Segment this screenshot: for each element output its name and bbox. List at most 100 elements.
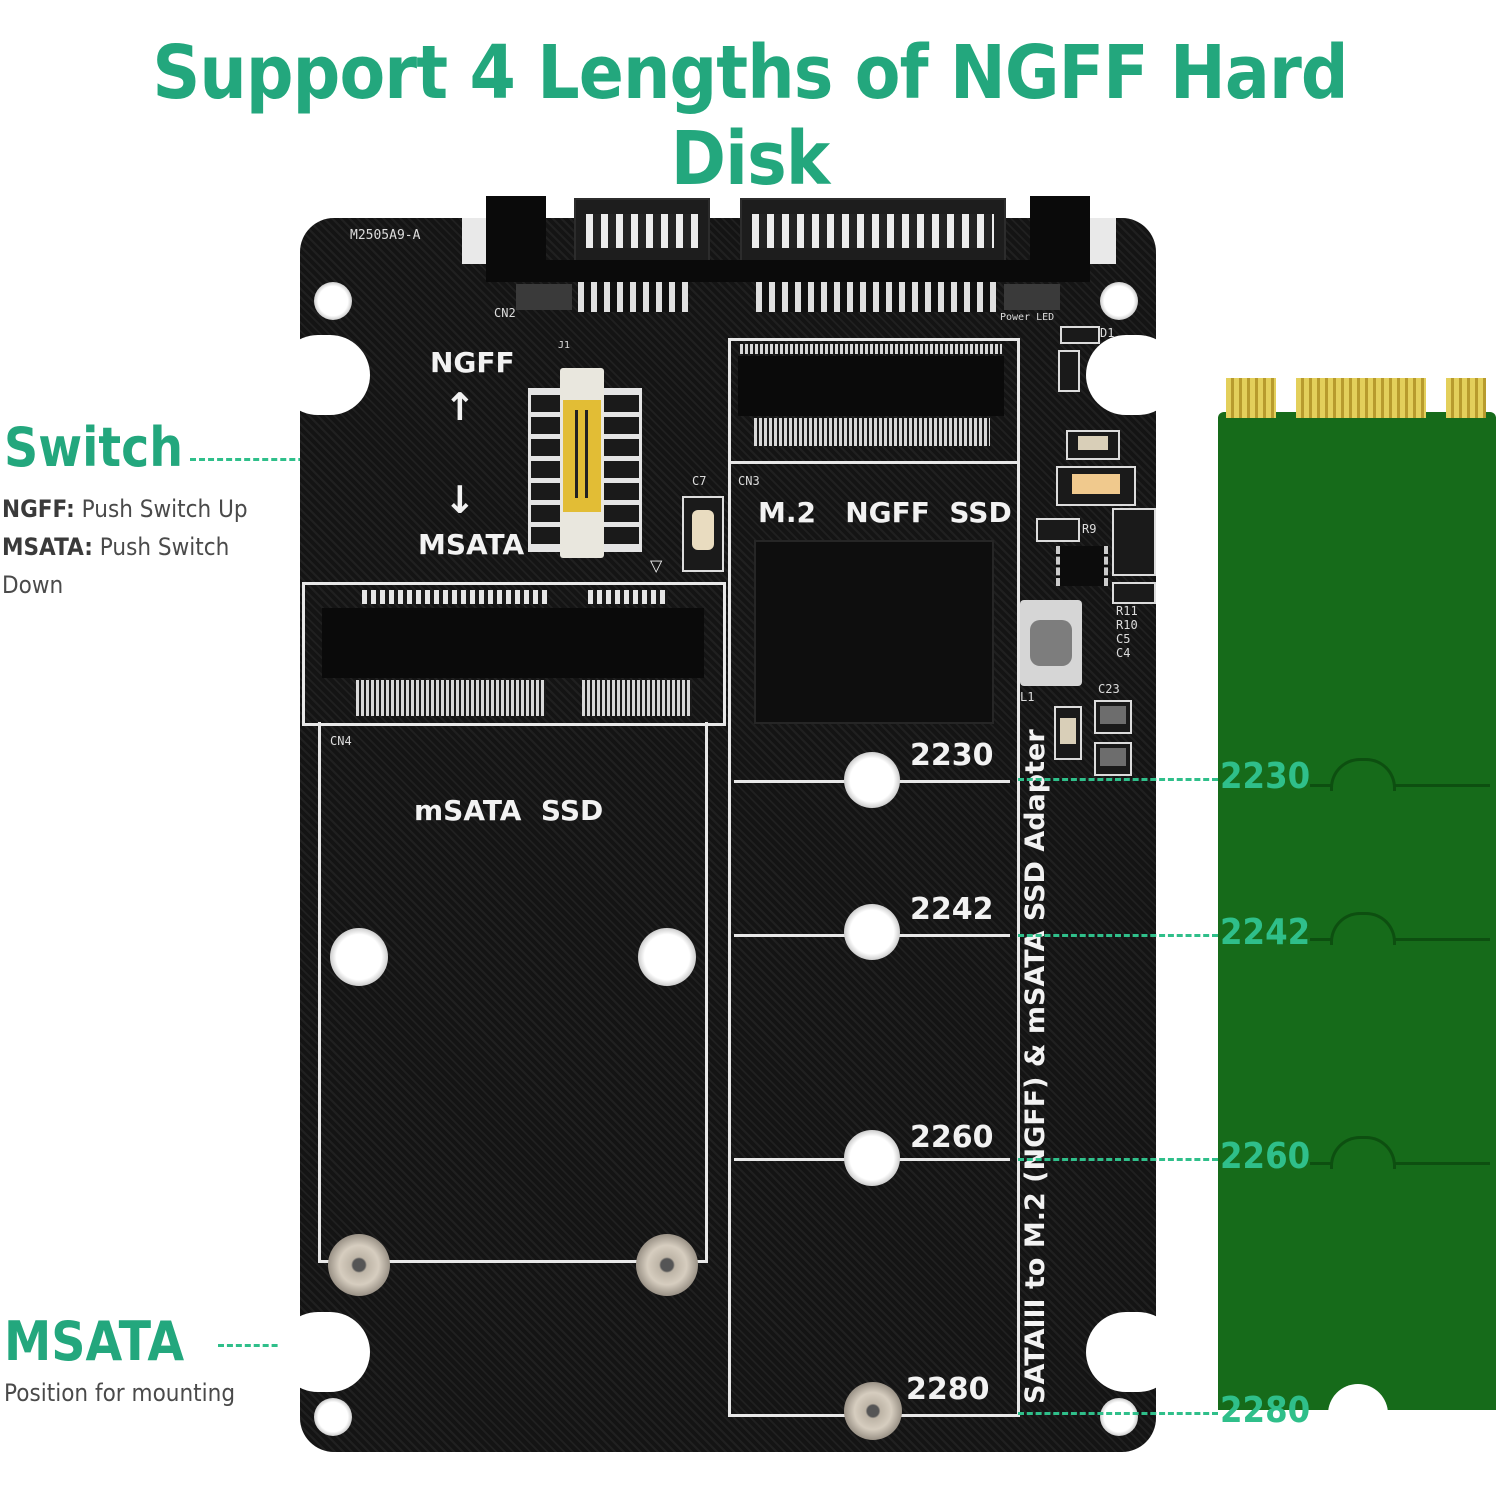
page-title: Support 4 Lengths of NGFF Hard Disk [152, 30, 1348, 202]
switch-callout-text: NGFF: Push Switch Up MSATA: Push Switch … [2, 490, 302, 604]
sata-data-pins [578, 282, 688, 312]
sata-latch-left [486, 196, 546, 272]
c7-label: C7 [692, 474, 707, 488]
mount-hole-bottom-right [1100, 1398, 1138, 1436]
mount-hole-bottom-left [314, 1398, 352, 1436]
msata-callout-heading: MSATA [4, 1310, 185, 1373]
switch-ngff-label: NGFF [430, 346, 515, 379]
msata-callout-text: Position for mounting [4, 1379, 236, 1407]
switch-callout-heading: Switch [4, 416, 184, 479]
switch-msata-line: MSATA: Push Switch [2, 533, 230, 561]
m2-card-end-notch-2280 [1328, 1384, 1388, 1444]
switch-ngff-line: NGFF: Push Switch Up [2, 495, 248, 523]
m2-length-label-2230: 2230 [910, 738, 994, 773]
c23-label: C23 [1098, 682, 1120, 696]
msata-hole-left[interactable] [330, 928, 388, 986]
board-notch-bottom-right [1086, 1312, 1178, 1392]
board-notch-top-right [1086, 335, 1178, 415]
m2-gold-fingers-left [1226, 378, 1276, 418]
card-length-label-2260: 2260 [1220, 1136, 1311, 1177]
m2-hole-2242[interactable] [844, 904, 900, 960]
mode-switch-toggle[interactable] [563, 400, 601, 512]
msata-connector-outline [302, 582, 726, 726]
sata-latch-right [1030, 196, 1090, 272]
arrow-down-icon: ↓ [444, 478, 476, 522]
resistor-r9 [1036, 518, 1080, 542]
leader-2230 [1018, 778, 1218, 781]
ic-u3 [1056, 546, 1108, 586]
pin1-triangle-icon: ▽ [650, 556, 663, 575]
diode-d1 [1060, 326, 1100, 344]
resistor-r11 [1112, 582, 1156, 604]
r9-label: R9 [1082, 522, 1097, 536]
m2-hole-2260[interactable] [844, 1130, 900, 1186]
resistor-r4 [1058, 350, 1080, 392]
m2-connector-top-pins [740, 344, 1002, 354]
msata-connector-body [322, 608, 704, 678]
m2-length-label-2242: 2242 [910, 892, 994, 927]
msata-standoff-right[interactable] [636, 1234, 698, 1296]
power-led-label: Power LED [1000, 312, 1055, 323]
card-length-label-2230: 2230 [1220, 756, 1311, 797]
leader-2260 [1018, 1158, 1218, 1161]
leader-2242 [1018, 934, 1218, 937]
capacitor-c7 [682, 496, 724, 572]
m2-card-cut-2242 [1310, 938, 1490, 941]
m2-length-label-2280: 2280 [906, 1372, 990, 1407]
arrow-up-icon: ↑ [444, 385, 476, 429]
capacitor-c24 [1054, 706, 1082, 760]
msata-slot-outline [318, 722, 708, 1263]
sata-power-pins [756, 282, 996, 312]
m2-length-label-2260: 2260 [910, 1120, 994, 1155]
switch-msata-line-cont: Down [2, 571, 64, 599]
m2-card-cut-2260 [1310, 1162, 1490, 1165]
switch-ref-label: J1 [558, 340, 571, 351]
sata-pad-right [1004, 284, 1060, 310]
m2-chip-area [754, 540, 994, 724]
capacitor-c16 [1056, 466, 1136, 506]
msata-standoff-left[interactable] [328, 1234, 390, 1296]
mount-hole-top-right [1100, 282, 1138, 320]
sata-connector-base [486, 260, 1090, 282]
cn4-label: CN4 [330, 734, 352, 748]
capacitor-c1 [1066, 430, 1120, 460]
m2-gold-fingers-center [1296, 378, 1426, 418]
board-model-label: M2505A9-A [350, 228, 421, 243]
resistor-array [1112, 508, 1156, 576]
board-side-text: SATAIII to M.2 (NGFF) & mSATA SSD Adapte… [1020, 729, 1051, 1404]
capacitor-c22 [1094, 742, 1132, 776]
cn2-label: CN2 [494, 306, 516, 320]
capacitor-c23 [1094, 700, 1132, 734]
msata-connector-top-pins-a [362, 590, 548, 604]
m2-ssd-card [1218, 412, 1496, 1410]
msata-slot-label: mSATA SSD [414, 794, 604, 827]
inductor-l1 [1020, 600, 1082, 686]
m2-connector-bottom-pins [754, 418, 990, 446]
m2-card-notch-2242 [1330, 912, 1396, 945]
mount-hole-top-left [314, 282, 352, 320]
m2-card-cut-2230 [1310, 784, 1490, 787]
sata-pad-left [516, 284, 572, 310]
msata-connector-bottom-pins-a [356, 680, 546, 716]
card-length-label-2242: 2242 [1220, 912, 1311, 953]
msata-connector-top-pins-b [588, 590, 668, 604]
card-length-label-2280: 2280 [1220, 1390, 1311, 1431]
m2-connector-body [738, 356, 1004, 416]
m2-gold-fingers-right [1446, 378, 1486, 418]
m2-standoff-2280[interactable] [844, 1382, 902, 1440]
leader-2280 [1018, 1412, 1218, 1415]
cn3-label: CN3 [738, 474, 760, 488]
d1-label: D1 [1100, 326, 1115, 340]
m2-hole-2230[interactable] [844, 752, 900, 808]
sata-data-connector [574, 198, 710, 262]
m2-slot-label: M.2 NGFF SSD [758, 496, 1012, 529]
m2-connector-outline [728, 338, 1020, 464]
board-notch-top-left [278, 335, 370, 415]
msata-connector-bottom-pins-b [582, 680, 692, 716]
l1-label: L1 [1020, 690, 1035, 704]
switch-msata-label: MSATA [418, 528, 525, 561]
sata-power-connector [740, 198, 1006, 262]
board-notch-bottom-left [278, 1312, 370, 1392]
msata-hole-right[interactable] [638, 928, 696, 986]
